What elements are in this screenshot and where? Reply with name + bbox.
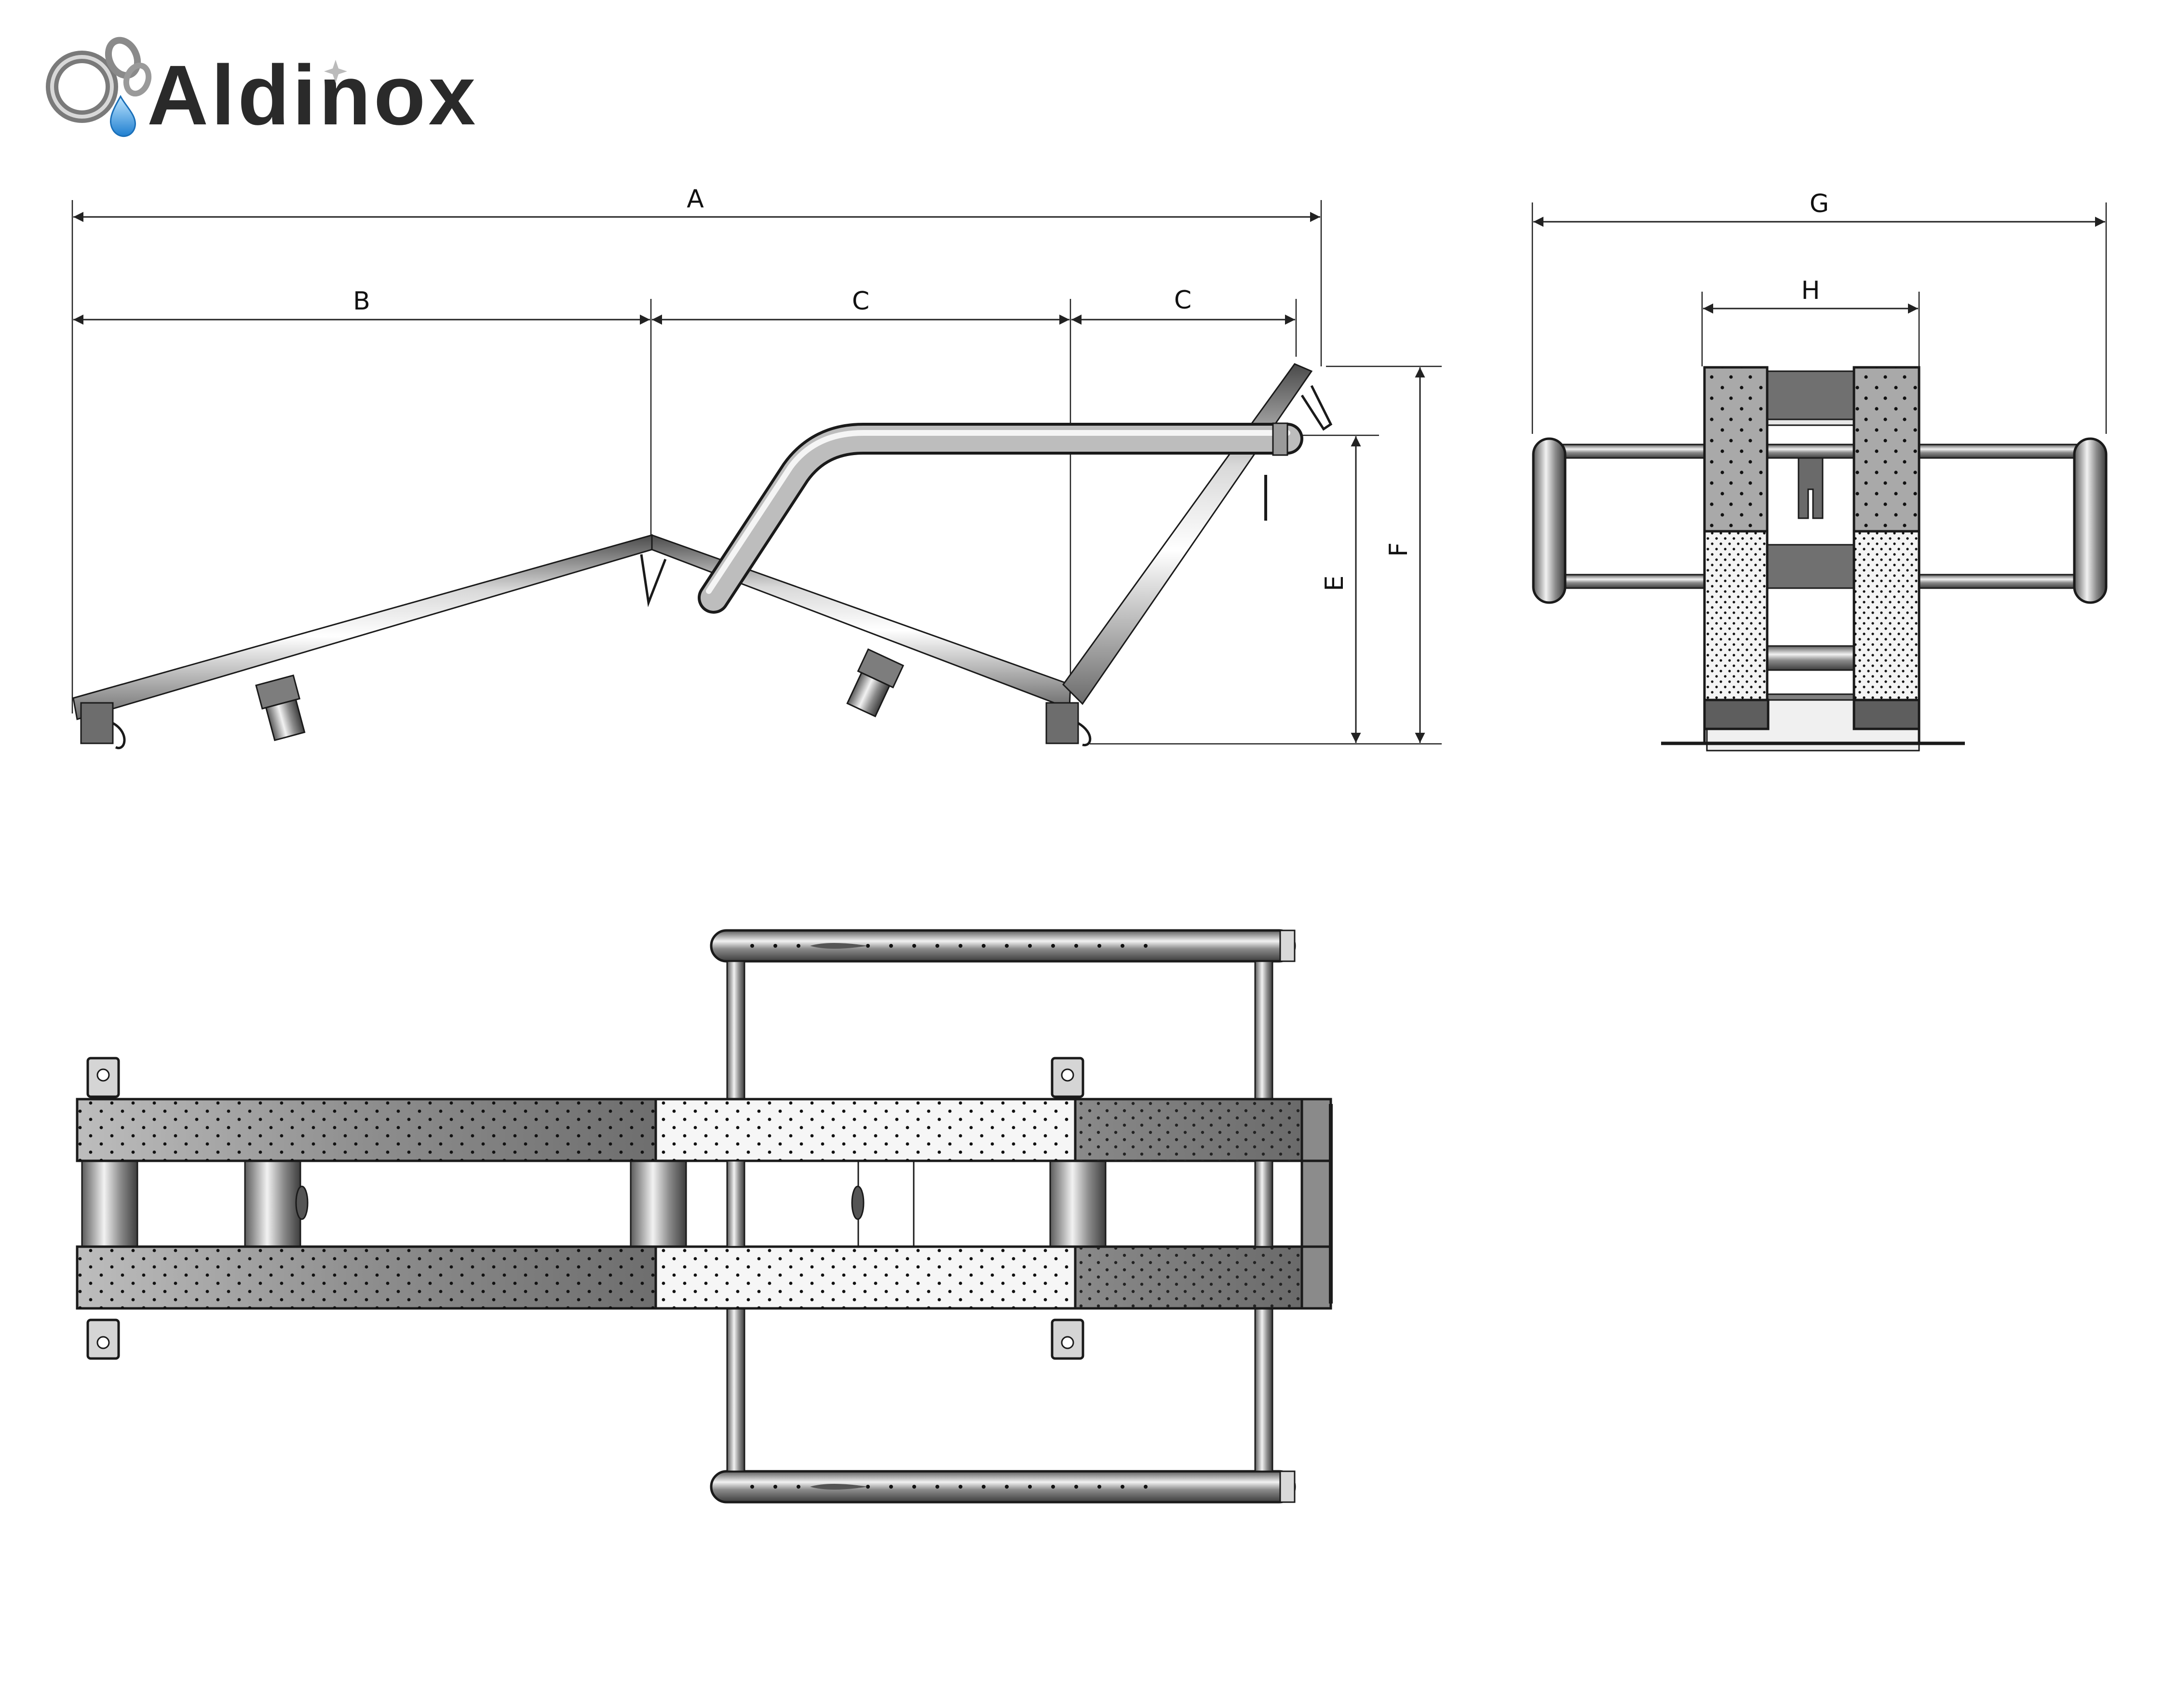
brand-name: Aldinox xyxy=(147,48,478,143)
tube-perforation xyxy=(1144,1485,1148,1489)
tube-perforation xyxy=(1005,944,1009,948)
tube-perforation xyxy=(959,1485,962,1489)
tube-perforation xyxy=(797,944,800,948)
brand-logo: Aldinox xyxy=(46,37,478,143)
mounting-tabs xyxy=(86,1057,1084,1360)
tube-perforation xyxy=(889,1485,893,1489)
tube-perforation xyxy=(1028,1485,1032,1489)
front-view: G H xyxy=(1531,189,2108,752)
top-tube-upper xyxy=(710,929,1296,963)
tube-perforation xyxy=(1144,944,1148,948)
top-view xyxy=(76,929,1333,1504)
tube-perforation xyxy=(773,944,777,948)
dimension-c-second: C xyxy=(1071,286,1297,357)
dimension-h-label: H xyxy=(1801,276,1820,305)
tube-perforation xyxy=(889,944,893,948)
tube-perforation xyxy=(750,1485,754,1489)
tube-perforation xyxy=(935,1485,939,1489)
tube-perforation xyxy=(1028,944,1032,948)
tube-perforation xyxy=(1074,944,1078,948)
tube-perforation xyxy=(982,944,986,948)
tube-perforation xyxy=(912,944,916,948)
side-view: A B C C E F xyxy=(71,185,1442,750)
rail-lower xyxy=(76,1245,1332,1310)
tube-nozzle-highlight xyxy=(810,943,868,949)
dimension-g: G xyxy=(1531,189,2107,434)
dimension-c-first: C xyxy=(652,287,1071,685)
dimension-e-label: E xyxy=(1320,576,1349,592)
dimension-g-label: G xyxy=(1810,189,1829,218)
dimension-a-label: A xyxy=(687,185,704,214)
drop-rings-logo-icon xyxy=(46,37,152,137)
tube-perforation xyxy=(1051,944,1055,948)
foot-back xyxy=(80,702,114,744)
tube-perforation xyxy=(1097,1485,1101,1489)
tube-perforation xyxy=(1005,1485,1009,1489)
tube-perforation xyxy=(982,1485,986,1489)
front-right-tube xyxy=(2073,437,2108,604)
dimension-a: A xyxy=(71,185,1322,713)
tube-perforation xyxy=(773,1485,777,1489)
tube-perforation xyxy=(912,1485,916,1489)
tube-perforation xyxy=(1051,1485,1055,1489)
tube-perforation xyxy=(750,944,754,948)
dimension-e: E xyxy=(1090,434,1442,745)
side-frame xyxy=(72,363,1333,750)
foot-middle xyxy=(1045,702,1079,744)
front-hook xyxy=(1798,457,1824,519)
nozzle-middle xyxy=(846,648,905,718)
cross-members xyxy=(81,1160,1332,1248)
tube-perforation xyxy=(1121,944,1124,948)
dimension-h: H xyxy=(1701,276,1920,366)
rail-upper xyxy=(76,1098,1332,1162)
tube-nozzle-highlight xyxy=(810,1484,868,1490)
tube-perforation xyxy=(959,944,962,948)
tube-perforation xyxy=(1097,944,1101,948)
dimension-b-label: B xyxy=(353,287,370,316)
dimension-f: F xyxy=(1326,365,1442,743)
dimension-f-label: F xyxy=(1384,542,1413,557)
front-left-tube xyxy=(1532,437,1567,604)
dimension-b: B xyxy=(73,287,652,535)
tube-perforation xyxy=(1121,1485,1124,1489)
nozzle-back xyxy=(255,674,306,741)
tube-perforation xyxy=(935,944,939,948)
tube-perforation xyxy=(1074,1485,1078,1489)
dimension-c-first-label: C xyxy=(852,287,869,316)
tube-perforation xyxy=(797,1485,800,1489)
dimension-c-second-label: C xyxy=(1174,286,1191,315)
top-tube-lower xyxy=(710,1470,1296,1504)
